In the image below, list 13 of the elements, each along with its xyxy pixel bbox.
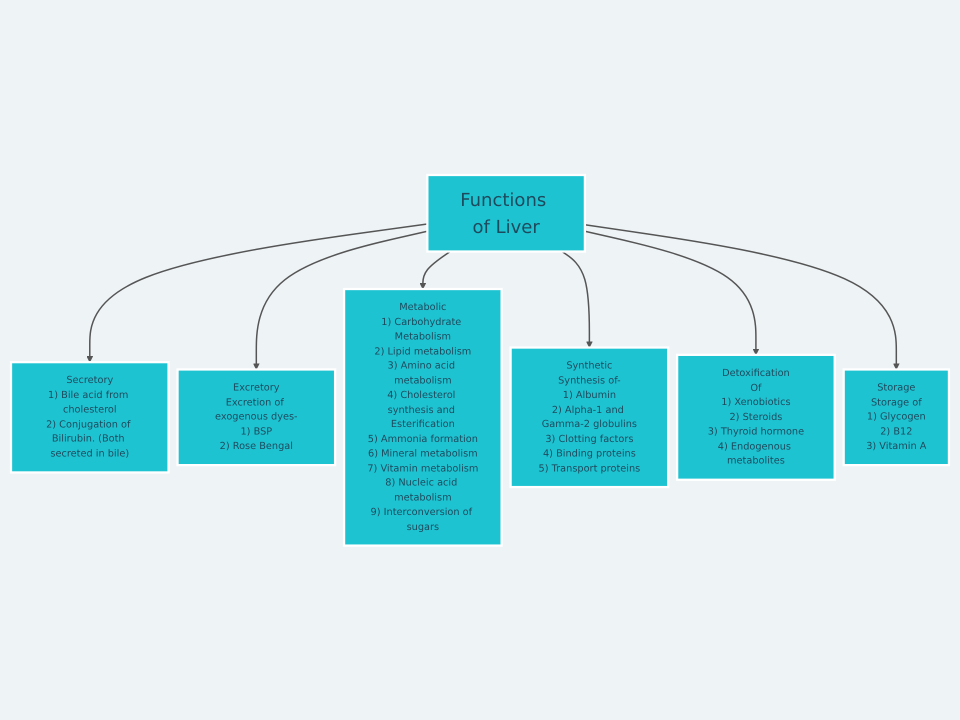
arrow (562, 250, 593, 348)
node-box: Synthetic Synthesis of- 1) Albumin 2) Alpha-1 and Gamma-2 globulins 3) Clotting factors 4) Binding proteins 5) Transport proteins (510, 346, 670, 488)
node-box: Storage Storage of 1) Glycogen 2) B12 3) Vitamin A (842, 368, 950, 466)
node-box: Functions of Liver (426, 174, 586, 252)
arrow (584, 224, 900, 370)
node-box: Detoxification Of 1) Xenobiotics 2) Steroids 3) Thyroid hormone 4) Endogenous metabolites (676, 353, 836, 481)
arrow (584, 230, 760, 355)
node-box: Excretory Excretion of exogenous dyes- 1) BSP 2) Rose Bengal (176, 368, 336, 466)
node-box: Secretory 1) Bile acid from cholesterol 2) Conjugation of Bilirubin. (Both secreted in bile) (10, 360, 170, 474)
arrow (253, 230, 428, 370)
node-box: Metabolic 1) Carbohydrate Metabolism 2) Lipid metabolism 3) Amino acid metabolism 4) Cholesterol synthesis and Esterification 5) Ammonia formation 6) Mineral metabolism 7) Vitamin metabolism 8) Nucleic acid metabolism 9) Interconversion of sugars (342, 288, 503, 546)
arrow (86, 223, 428, 362)
arrow (420, 250, 451, 290)
